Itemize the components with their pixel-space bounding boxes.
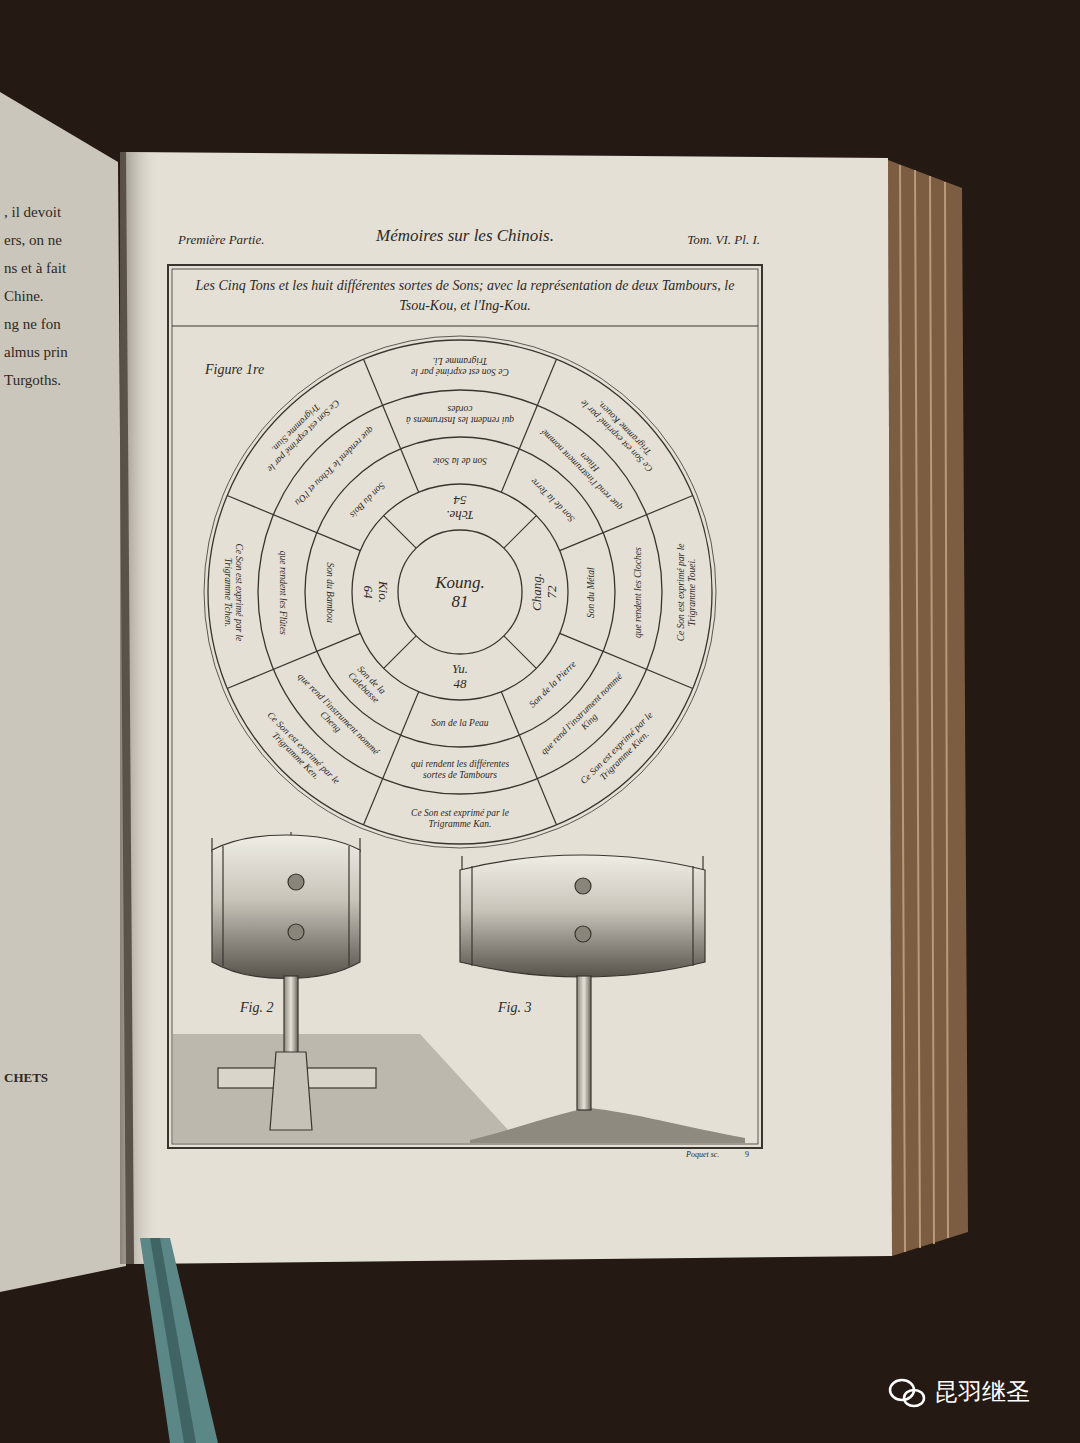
instrument-sector: qui rendent les Instrumens à cordes (404, 402, 516, 425)
tone-name: 54 (433, 492, 487, 507)
page-fragment: almus prin (4, 344, 68, 361)
sector-text: Son du Bambou (323, 556, 334, 628)
page-fragment: ers, on ne (4, 232, 62, 249)
tone-name: 48 (433, 677, 487, 692)
trigram-sector: Ce Son est exprimé par le Trigramme Li. (389, 354, 531, 377)
page-block (888, 160, 968, 1256)
sector-divider (560, 633, 693, 688)
center-tone: Koung.81 (415, 573, 505, 612)
sector-text: que rendent les Flûtes (276, 536, 287, 648)
page-fragment: Chine. (4, 288, 44, 305)
plate-number: Tom. VI. Pl. I. (687, 232, 760, 248)
ground-shade (173, 1034, 520, 1143)
sector-divider (364, 692, 419, 825)
wheel-ring (258, 390, 662, 794)
tone-name: Chang. (530, 565, 545, 619)
drum-fig3 (460, 855, 705, 1110)
page-mark: 9 (745, 1150, 749, 1159)
sector-text: Son de la Peau (424, 718, 496, 729)
tone-sector: Yu.48 (433, 662, 487, 692)
wheel-ring (352, 484, 568, 700)
sector-divider (560, 496, 693, 551)
wheel-ring (398, 530, 522, 654)
figure-label: Figure 1re (205, 362, 264, 378)
wheel-ring (208, 340, 712, 844)
plate-frame-inner (172, 269, 758, 1144)
figure-label: Fig. 2 (240, 1000, 273, 1016)
sector-divider (504, 516, 537, 549)
sector-text: Ce Son est exprimé par le Trigramme Toue… (676, 521, 699, 663)
watermark-icon (890, 1380, 924, 1406)
sound-sector: Son de la Soie (424, 455, 496, 466)
sector-divider (384, 516, 417, 549)
tone-sector: Tche.54 (433, 492, 487, 522)
sector-divider (501, 359, 556, 492)
instrument-sector: qui rendent les différentes sortes de Ta… (404, 759, 516, 782)
right-page (126, 152, 892, 1264)
sector-text: Ce Son est exprimé par le Trigramme Li. (389, 354, 531, 377)
sector-text: qui rendent les Instrumens à cordes (404, 402, 516, 425)
page-fragment: Turgoths. (4, 372, 61, 389)
tone-name: Koung. (415, 573, 505, 593)
figure-label: Fig. 3 (498, 1000, 531, 1016)
tone-name: Yu. (433, 662, 487, 677)
tone-name: 81 (415, 592, 505, 612)
ground-mound (470, 1108, 745, 1143)
wheel-ring (204, 336, 716, 848)
sector-text: Ce Son est exprimé par le Trigramme Kan. (389, 808, 531, 831)
tone-wheel (204, 336, 716, 848)
sector-divider (384, 636, 417, 669)
sector-text: Son du Métal (586, 556, 597, 628)
wheel-ring (305, 437, 615, 747)
sound-sector: Son de la Peau (424, 718, 496, 729)
ribbon-shadow (150, 1238, 196, 1443)
tone-sector: Chang.72 (530, 565, 560, 619)
page-fragment: , il devoit (4, 204, 61, 221)
page-fragment: CHETS (4, 1070, 48, 1086)
gutter-shadow (120, 152, 160, 1264)
tone-sector: Kio.64 (360, 565, 390, 619)
instrument-sector: que rendent les Flûtes (276, 536, 287, 648)
sector-divider (501, 692, 556, 825)
sound-sector: Son du Métal (586, 556, 597, 628)
sector-text: Son de la Soie (424, 455, 496, 466)
sector-text: que rendent les Cloches (633, 536, 644, 648)
watermark: 昆羽继圣 (934, 1376, 1030, 1408)
engraver-signature: Poquet sc. (686, 1150, 719, 1159)
page-fragment: ns et à fait (4, 260, 66, 277)
sector-divider (227, 633, 360, 688)
trigram-sector: Ce Son est exprimé par le Trigramme Kan. (389, 808, 531, 831)
plate-title: Les Cinq Tons et les huit différentes so… (180, 276, 750, 316)
page-edges (900, 165, 948, 1252)
instrument-sector: que rendent les Cloches (633, 536, 644, 648)
title-rule (172, 325, 758, 326)
sector-text: Ce Son est exprimé par le Trigramme Tche… (222, 521, 245, 663)
sound-sector: Son du Bambou (323, 556, 334, 628)
trigram-sector: Ce Son est exprimé par le Trigramme Toue… (676, 521, 699, 663)
trigram-sector: Ce Son est exprimé par le Trigramme Tche… (222, 521, 245, 663)
sector-text: qui rendent les différentes sortes de Ta… (404, 759, 516, 782)
tone-name: Tche. (433, 507, 487, 522)
running-title: Mémoires sur les Chinois. (376, 226, 554, 246)
left-page (0, 92, 126, 1292)
sector-divider (504, 636, 537, 669)
tone-name: 64 (360, 565, 375, 619)
plate-frame (168, 265, 762, 1148)
tone-name: 72 (545, 565, 560, 619)
page-fragment: ng ne fon (4, 316, 61, 333)
ribbon-bookmark (140, 1238, 218, 1443)
drum-fig2 (212, 832, 376, 1130)
running-head: Première Partie. (178, 232, 264, 248)
tone-name: Kio. (375, 565, 390, 619)
